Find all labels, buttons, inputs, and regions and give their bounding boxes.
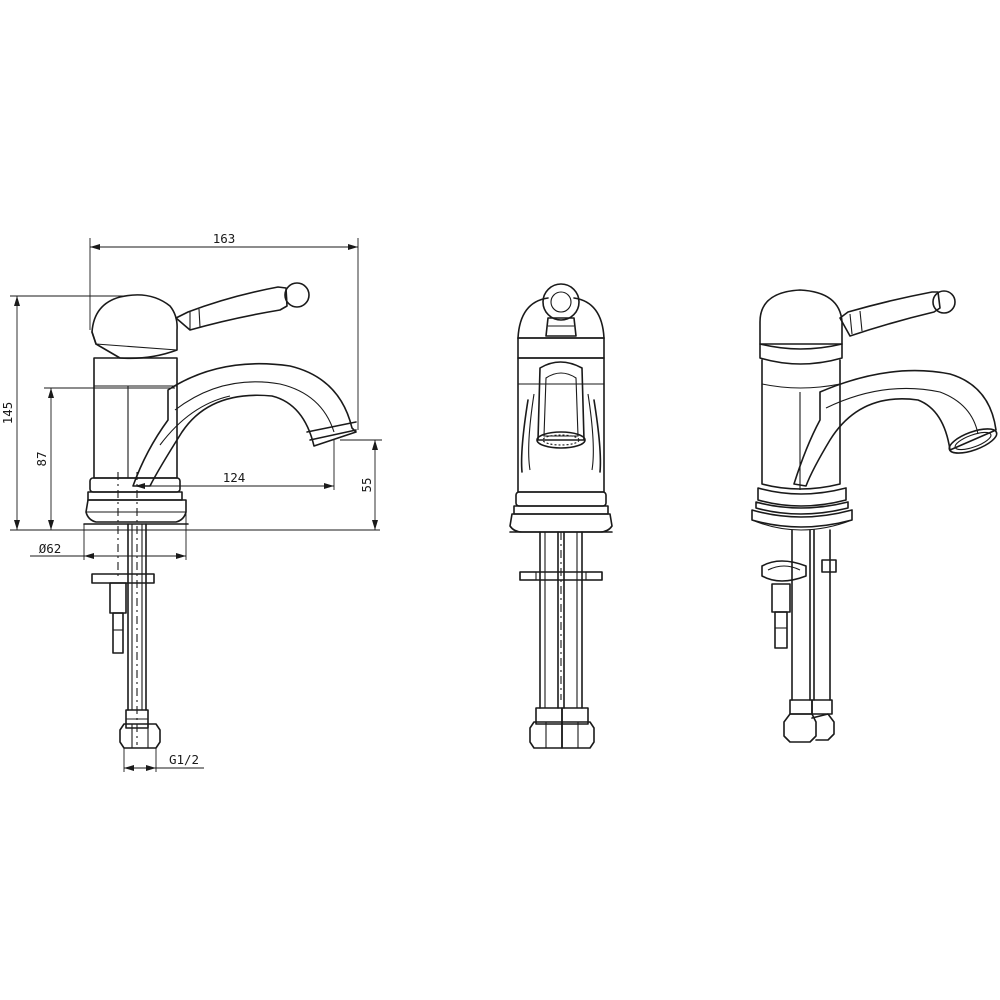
dim-connection-thread: G1/2	[169, 752, 199, 767]
front-view	[509, 283, 613, 749]
side-view	[83, 282, 357, 749]
dim-base-diameter: Ø62	[39, 541, 62, 556]
dim-spout-height: 87	[34, 451, 49, 466]
dim-overall-height: 145	[0, 402, 15, 425]
dim-overall-width: 163	[213, 231, 236, 246]
perspective-view	[751, 289, 998, 743]
dim-spout-reach: 124	[223, 470, 246, 485]
dimension-lines	[10, 238, 382, 772]
dim-outlet-height: 55	[359, 477, 374, 492]
